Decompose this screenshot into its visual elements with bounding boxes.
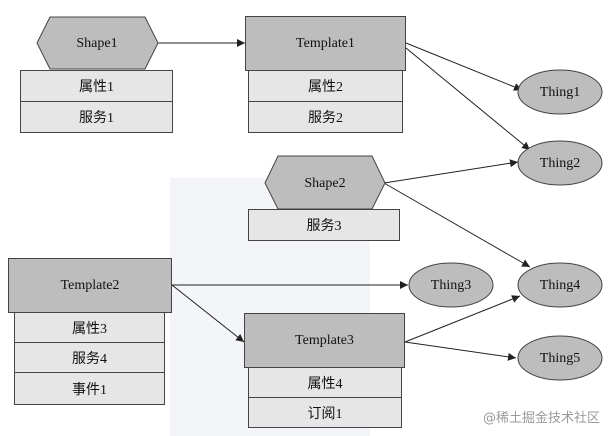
template3-header: Template3	[244, 313, 405, 368]
shape2-label: Shape2	[304, 176, 345, 191]
edge-template2-template3	[171, 284, 245, 343]
thing5-label: Thing5	[540, 351, 580, 366]
thing3-ellipse	[408, 262, 494, 308]
template3-subscription-cell: 订阅1	[248, 397, 402, 428]
template3-attribute-cell: 属性4	[248, 367, 402, 398]
edge-shape2-thing4	[383, 182, 531, 268]
thing2-ellipse	[517, 140, 603, 186]
edge-template3-thing4	[404, 295, 521, 343]
edge-template1-thing1	[405, 42, 523, 91]
thing4-ellipse	[517, 262, 603, 308]
edge-shape2-thing2	[383, 159, 519, 184]
edge-template1-thing2	[405, 47, 531, 151]
thing4-label: Thing4	[540, 278, 580, 293]
template2-event-cell: 事件1	[14, 372, 165, 405]
template2-header: Template2	[8, 258, 172, 313]
thing2-label: Thing2	[540, 156, 580, 171]
shape2-service-cell: 服务3	[248, 209, 400, 241]
shape1-hexagon	[36, 16, 159, 70]
thing3-label: Thing3	[431, 278, 471, 293]
shape1-label: Shape1	[76, 36, 117, 51]
shape1-attribute-cell: 属性1	[20, 70, 173, 102]
template1-header: Template1	[245, 16, 406, 71]
template1-service-cell: 服务2	[248, 101, 403, 133]
edge-template3-thing5	[404, 341, 517, 361]
thing1-label: Thing1	[540, 85, 580, 100]
thing5-ellipse	[517, 335, 603, 381]
thing1-ellipse	[517, 69, 603, 115]
template2-service-cell: 服务4	[14, 342, 165, 373]
template2-attribute-cell: 属性3	[14, 312, 165, 343]
watermark: @稀土掘金技术社区	[482, 411, 600, 426]
shape1-service-cell: 服务1	[20, 101, 173, 133]
template1-attribute-cell: 属性2	[248, 70, 403, 102]
